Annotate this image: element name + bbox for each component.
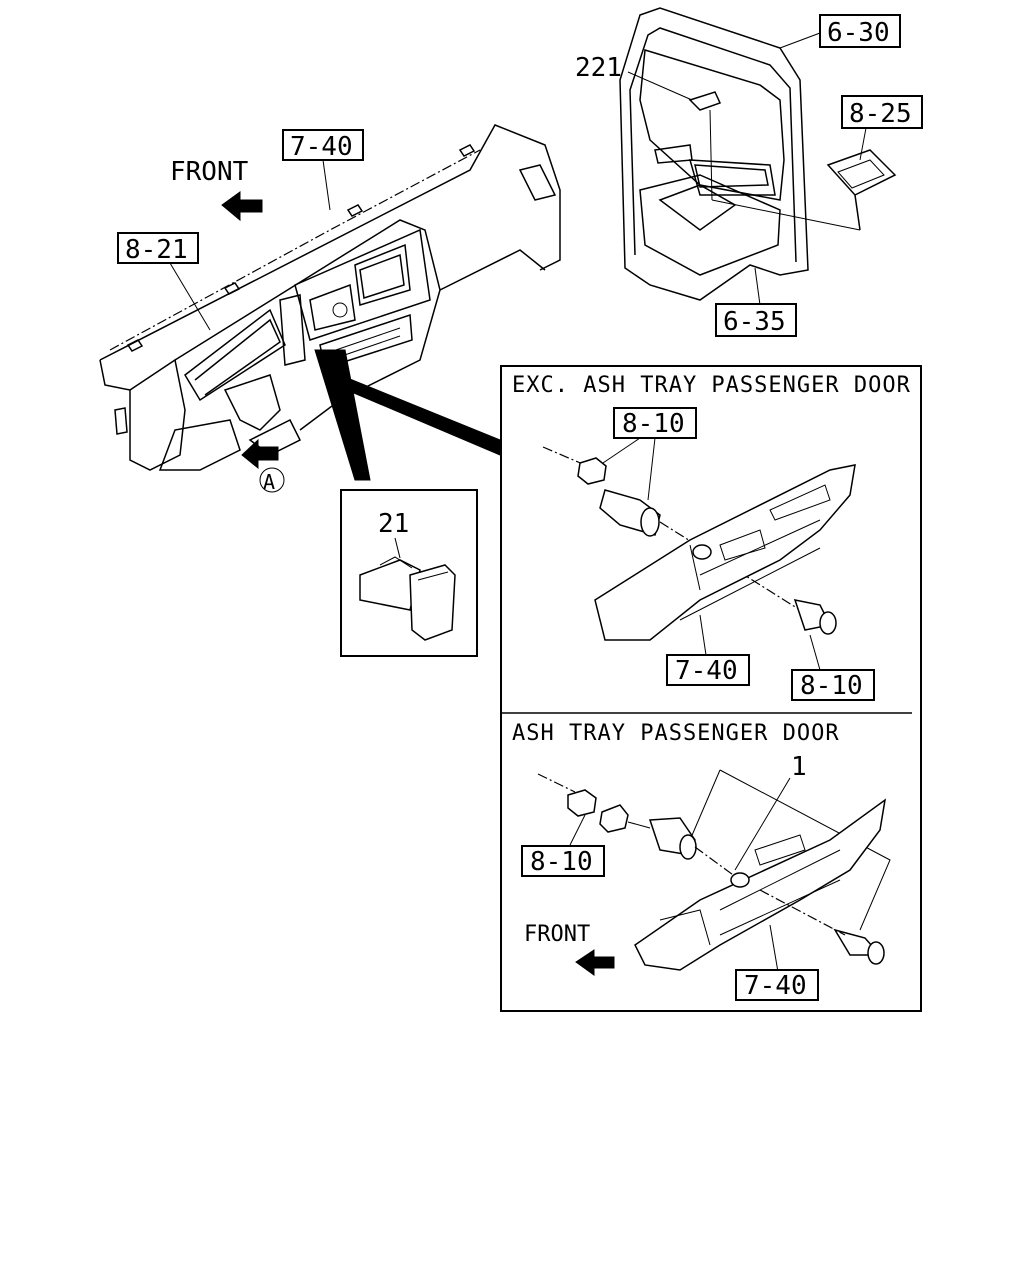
ref-6-30-label: 6-30 bbox=[827, 18, 890, 48]
ref-6-30: 6-30 bbox=[819, 14, 901, 48]
ref-21-label: 21 bbox=[378, 509, 409, 539]
view-a-label: A bbox=[263, 470, 275, 494]
panel1-ref-8-10-bottom: 8-10 bbox=[791, 669, 875, 701]
ref-8-21: 8-21 bbox=[117, 232, 211, 331]
panel2-ref-7-40: 7-40 bbox=[735, 969, 819, 1001]
panel2-ref-8-10: 8-10 bbox=[521, 845, 605, 877]
ref-8-25-label: 8-25 bbox=[849, 99, 912, 129]
front-label-top: FRONT bbox=[170, 157, 249, 187]
dashboard-illustration bbox=[99, 124, 561, 481]
front-label-bottom: FRONT bbox=[524, 922, 590, 947]
panel2-ref-1-label: 1 bbox=[791, 752, 807, 782]
detail-21-box: 21 bbox=[340, 489, 478, 657]
panel2-ref-7-40-label: 7-40 bbox=[744, 971, 807, 1001]
ref-6-35-label: 6-35 bbox=[723, 307, 786, 337]
front-arrow-bottom: FRONT bbox=[524, 922, 615, 976]
ref-7-40-top-label: 7-40 bbox=[290, 132, 353, 162]
ref-6-35: 6-35 bbox=[715, 303, 797, 337]
panel1-ref-7-40: 7-40 bbox=[666, 654, 750, 686]
panel1-ref-7-40-label: 7-40 bbox=[675, 656, 738, 686]
detail-panels: EXC. ASH TRAY PASSENGER DOOR 8-10 7-40 bbox=[500, 365, 922, 1012]
panel1-ref-8-10-bottom-label: 8-10 bbox=[800, 671, 863, 701]
panel2-title: ASH TRAY PASSENGER DOOR bbox=[512, 721, 840, 746]
door-illustration bbox=[619, 7, 897, 306]
panel1-title: EXC. ASH TRAY PASSENGER DOOR bbox=[512, 373, 911, 398]
panel1-ref-8-10-top: 8-10 bbox=[599, 407, 697, 501]
ref-221-label: 221 bbox=[575, 53, 622, 83]
panel1-ref-8-10-top-label: 8-10 bbox=[622, 409, 685, 439]
ref-8-25: 8-25 bbox=[841, 95, 923, 129]
ref-8-21-label: 8-21 bbox=[125, 235, 188, 265]
ref-7-40-top: 7-40 bbox=[282, 129, 364, 211]
panel2-ref-8-10-label: 8-10 bbox=[530, 847, 593, 877]
front-arrow-top: FRONT bbox=[170, 157, 263, 222]
view-a-indicator: A bbox=[241, 438, 285, 494]
